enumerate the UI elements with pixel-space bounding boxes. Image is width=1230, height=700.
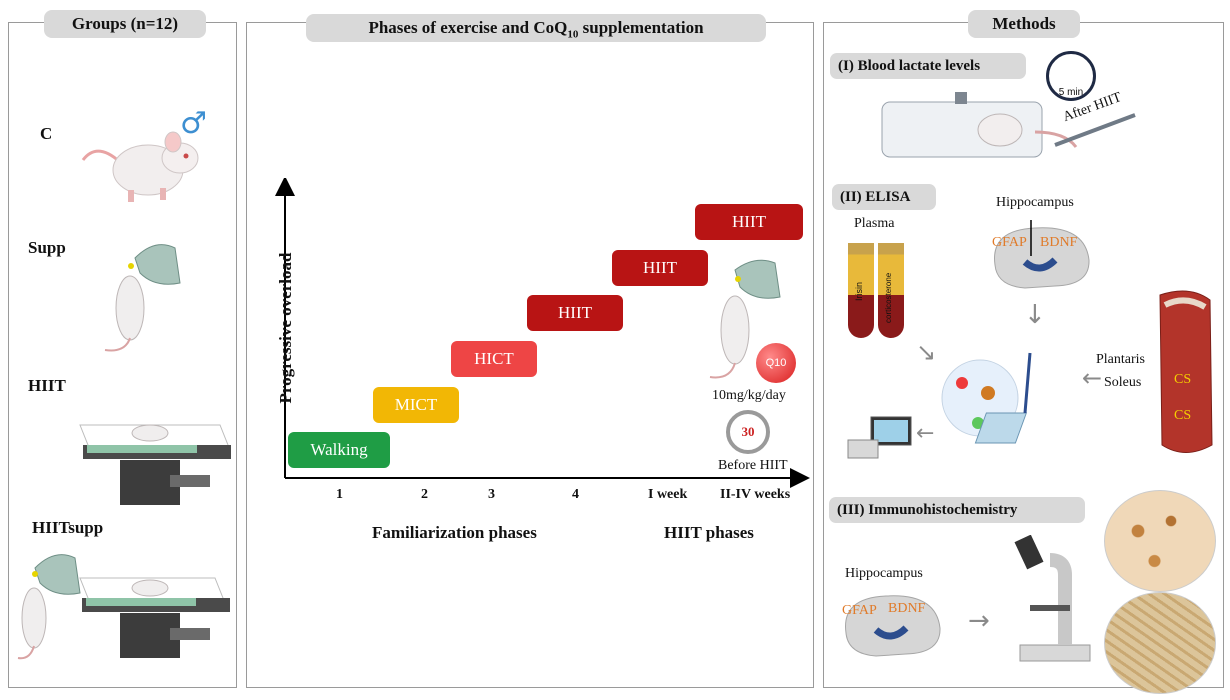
clock-label: 5 min — [1058, 87, 1084, 98]
x-tick-2: 2 — [421, 487, 428, 502]
plantaris-label: Plantaris — [1096, 352, 1145, 367]
soleus-label: Soleus — [1104, 375, 1142, 390]
dose-label: 10mg/kg/day — [712, 388, 786, 403]
phases-title-main: Phases of exercise and CoQ — [368, 18, 568, 37]
ihc-bdnf-label: BDNF — [888, 601, 926, 616]
tube-label-corticosterone: corticosterone — [884, 272, 893, 323]
restrainer-tube-icon — [881, 92, 1078, 158]
brain-icon — [994, 220, 1090, 289]
phase-mict: MICT — [373, 387, 459, 423]
stopwatch-icon: 30 — [726, 410, 770, 454]
diagonal-arrow-icon: ↘ — [916, 338, 937, 366]
methods-title: Methods — [968, 10, 1080, 38]
elisa-gfap-label: GFAP — [992, 235, 1027, 250]
phase-hict: HICT — [451, 341, 537, 377]
muscle-icon — [1159, 290, 1213, 453]
hiit-phases-label: HIIT phases — [664, 523, 754, 542]
coq10-pill-icon: Q10 — [756, 343, 796, 383]
irisin-tube-icon: Irisin — [848, 243, 874, 338]
phases-title: Phases of exercise and CoQ10 supplementa… — [306, 14, 766, 42]
lactate-title: (I) Blood lactate levels — [830, 53, 1026, 79]
micrograph-bdnf-image — [1104, 592, 1216, 694]
tube-label-irisin: Irisin — [854, 281, 864, 301]
ihc-gfap-label: GFAP — [842, 603, 877, 618]
elisa-bdnf-label: BDNF — [1040, 235, 1078, 250]
phases-title-end: supplementation — [578, 18, 704, 37]
mouse-icon — [81, 131, 199, 202]
phase-hiit-3: HIIT — [695, 204, 803, 240]
x-tick-1: 1 — [336, 487, 343, 502]
elisa-hippocampus-label: Hippocampus — [996, 195, 1074, 210]
male-symbol-icon: ♂ — [180, 106, 207, 141]
micrograph-gfap-image — [1104, 490, 1216, 592]
left-arrow-computer-icon: ← — [916, 421, 935, 446]
x-tick-3: 3 — [488, 487, 495, 502]
gavage-rat-icon-middle — [709, 259, 781, 379]
phases-title-sub: 10 — [567, 28, 579, 41]
plasma-label: Plasma — [854, 216, 895, 231]
before-hiit-label: Before HIIT — [718, 458, 788, 473]
x-tick-i-week: I week — [648, 487, 688, 502]
cs-label-plantaris: CS — [1174, 372, 1192, 387]
corticosterone-tube-icon: corticosterone — [878, 243, 904, 338]
x-tick-4: 4 — [572, 487, 579, 502]
clock-icon: 5 min — [1046, 51, 1096, 101]
elisa-plate-icon — [941, 352, 1032, 444]
y-axis-label: Progressive overload — [276, 252, 295, 404]
groups-title: Groups (n=12) — [44, 10, 206, 38]
phase-hiit-2: HIIT — [612, 250, 708, 286]
microscope-icon — [1014, 535, 1091, 662]
down-arrow-icon: ↓ — [1024, 300, 1046, 330]
gavage-rat-icon — [104, 244, 181, 352]
right-arrow-icon: → — [968, 606, 990, 636]
ihc-hippocampus-label: Hippocampus — [845, 566, 923, 581]
syringe-icon — [1054, 113, 1136, 147]
ihc-title: (III) Immunohistochemistry — [829, 497, 1085, 523]
phase-walking: Walking — [288, 432, 390, 468]
group-label-hiit: HIIT — [28, 376, 66, 395]
phase-hiit-1: HIIT — [527, 295, 623, 331]
cs-label-soleus: CS — [1174, 408, 1192, 423]
group-label-supp: Supp — [28, 238, 66, 257]
x-tick-ii-iv-weeks: II-IV weeks — [720, 487, 791, 502]
phase-axes — [275, 178, 810, 488]
timer-value: 30 — [741, 424, 755, 439]
group-label-c: C — [40, 124, 53, 143]
computer-icon — [847, 416, 912, 459]
left-arrow-icon: ← — [1082, 364, 1103, 392]
q10-text: Q10 — [765, 357, 787, 369]
treadmill-icon — [79, 424, 231, 505]
gavage-treadmill-icon — [17, 554, 230, 660]
group-label-hiitsupp: HIITsupp — [32, 518, 104, 537]
ihc-brain-icon — [845, 595, 941, 657]
familiarization-label: Familiarization phases — [372, 523, 537, 542]
elisa-title: (II) ELISA — [832, 184, 936, 210]
